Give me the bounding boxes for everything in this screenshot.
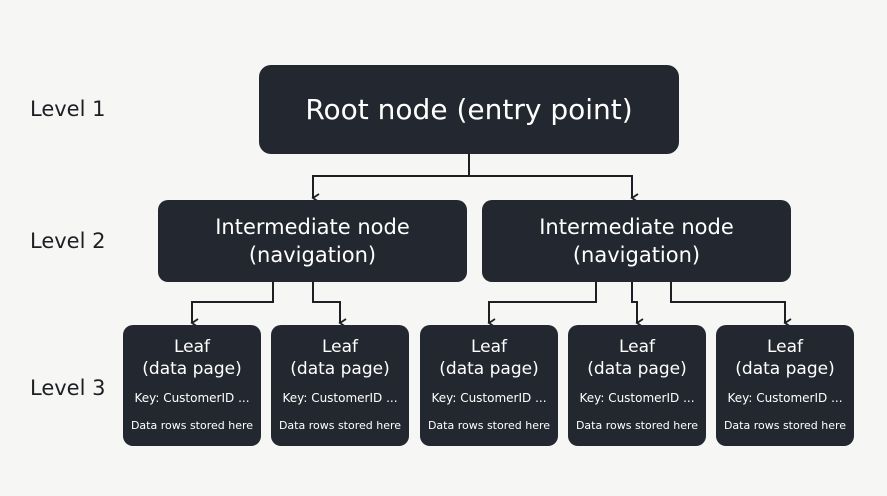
leaf-rows-note: Data rows stored here xyxy=(575,419,699,432)
leaf-rows-note: Data rows stored here xyxy=(278,419,402,432)
intermediate-node-title: Intermediate node xyxy=(539,215,734,239)
leaf-rows-note: Data rows stored here xyxy=(130,419,254,432)
leaf-title: Leaf xyxy=(173,337,211,357)
leaf-subtitle: (data page) xyxy=(290,359,390,379)
level-1-label: Level 1 xyxy=(30,97,106,121)
connector-mid2-leaf4 xyxy=(631,282,644,328)
leaf-key: Key: CustomerID ... xyxy=(727,391,843,405)
leaf-title: Leaf xyxy=(470,337,508,357)
leaf-title: Leaf xyxy=(321,337,359,357)
leaf-key: Key: CustomerID ... xyxy=(134,391,250,405)
leaf-node-5: Leaf (data page) Key: CustomerID ... Dat… xyxy=(716,325,854,446)
leaf-subtitle: (data page) xyxy=(587,359,687,379)
intermediate-node-title: Intermediate node xyxy=(215,215,410,239)
connector-mid2-leaf3 xyxy=(487,282,597,328)
connector-mid1-leaf1 xyxy=(190,282,274,328)
leaf-node-3: Leaf (data page) Key: CustomerID ... Dat… xyxy=(420,325,558,446)
leaf-node-1: Leaf (data page) Key: CustomerID ... Dat… xyxy=(123,325,261,446)
connector-root-left xyxy=(311,154,470,203)
leaf-title: Leaf xyxy=(766,337,804,357)
leaf-subtitle: (data page) xyxy=(439,359,539,379)
leaf-key: Key: CustomerID ... xyxy=(282,391,398,405)
leaf-node-2: Leaf (data page) Key: CustomerID ... Dat… xyxy=(271,325,409,446)
intermediate-node-2: Intermediate node (navigation) xyxy=(482,200,791,282)
leaf-rows-note: Data rows stored here xyxy=(723,419,847,432)
intermediate-node-subtitle: (navigation) xyxy=(248,243,377,267)
root-node: Root node (entry point) xyxy=(259,65,679,154)
connector-mid1-leaf2 xyxy=(312,282,347,328)
leaf-subtitle: (data page) xyxy=(142,359,242,379)
leaf-key: Key: CustomerID ... xyxy=(579,391,695,405)
intermediate-node-subtitle: (navigation) xyxy=(572,243,701,267)
intermediate-node-1: Intermediate node (navigation) xyxy=(158,200,467,282)
level-3-label: Level 3 xyxy=(30,376,106,400)
root-node-label: Root node (entry point) xyxy=(305,93,633,126)
leaf-title: Leaf xyxy=(618,337,656,357)
leaf-subtitle: (data page) xyxy=(735,359,835,379)
connector-root-right xyxy=(469,175,639,203)
level-2-label: Level 2 xyxy=(30,229,106,253)
leaf-rows-note: Data rows stored here xyxy=(427,419,551,432)
leaf-node-4: Leaf (data page) Key: CustomerID ... Dat… xyxy=(568,325,706,446)
leaf-key: Key: CustomerID ... xyxy=(431,391,547,405)
connector-mid2-leaf5 xyxy=(670,282,792,328)
